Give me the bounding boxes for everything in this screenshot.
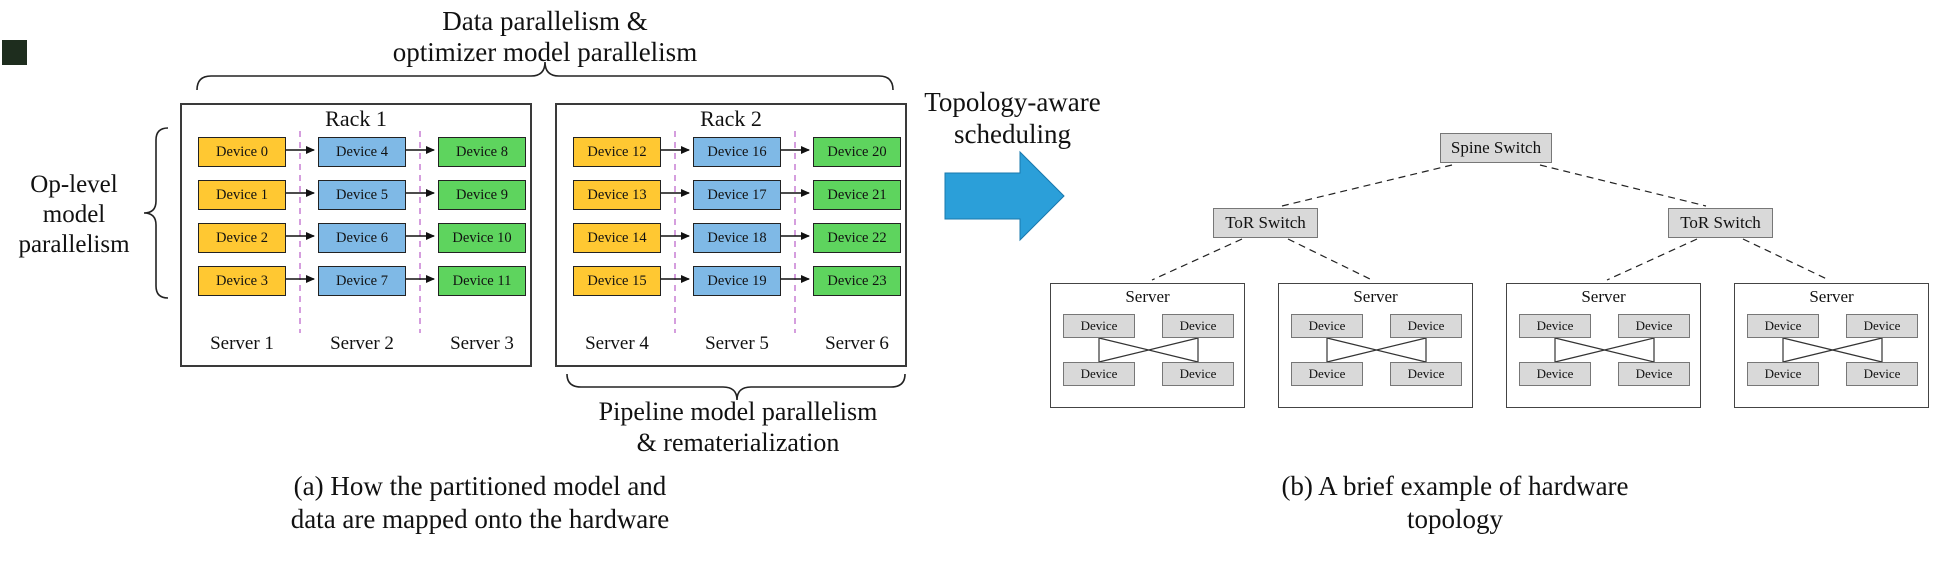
rack-2: Rack 2 Device 12 Device 13 Device 14 Dev… [555,103,907,367]
device-box: Device [1846,314,1918,338]
caption-a-line2: data are mapped onto the hardware [290,504,670,534]
op-level-label: Op-level model parallelism [8,170,140,260]
device-box: Device [1390,314,1462,338]
spine-tor-link [1539,164,1707,207]
device-box: Device 13 [573,180,661,210]
data-parallelism-label: Data parallelism & optimizer model paral… [245,6,845,68]
op-level-label-line2: model [42,201,106,228]
device-box: Device 6 [318,223,406,253]
bottom-brace [566,373,906,401]
device-box: Device 15 [573,266,661,296]
server-box: Server Device Device Device Device [1506,283,1701,408]
device-box: Device 23 [813,266,901,296]
data-parallelism-label-line1: Data parallelism & [442,6,648,36]
server-box-label: Server [1809,287,1854,306]
device-box: Device 10 [438,223,526,253]
op-level-label-line1: Op-level [30,171,118,198]
tor-server-link [1606,238,1698,281]
topology-scheduling-label: Topology-aware scheduling [870,86,1155,150]
corner-square-marker [2,40,27,65]
top-brace [196,61,894,91]
device-box: Device 0 [198,137,286,167]
tor-server-link [1151,238,1243,281]
device-box: Device 5 [318,180,406,210]
caption-b-line1: (b) A brief example of hardware [1281,471,1629,501]
device-box: Device [1162,314,1234,338]
server-box-label: Server [1581,287,1626,306]
device-box: Device 1 [198,180,286,210]
caption-b-line2: topology [1406,504,1503,534]
tor-server-link [1742,238,1830,281]
server-box: Server Device Device Device Device [1278,283,1473,408]
device-box: Device [1519,314,1591,338]
tor-switch-box-right: ToR Switch [1668,208,1773,238]
device-box: Device 11 [438,266,526,296]
spine-tor-link [1281,164,1453,207]
server-label: Server 1 [210,333,274,354]
device-box: Device [1162,362,1234,386]
device-box: Device 16 [693,137,781,167]
device-box: Device [1390,362,1462,386]
device-box: Device 21 [813,180,901,210]
device-box: Device 4 [318,137,406,167]
spine-switch-box: Spine Switch [1440,133,1552,163]
device-box: Device 22 [813,223,901,253]
server-box-label: Server [1125,287,1170,306]
server-label: Server 5 [705,333,769,354]
device-box: Device [1291,314,1363,338]
tor-switch-box-left: ToR Switch [1213,208,1318,238]
topology-scheduling-arrow [944,150,1065,242]
server-box-label: Server [1353,287,1398,306]
device-box: Device 12 [573,137,661,167]
tor-server-link [1287,238,1373,281]
device-box: Device [1747,362,1819,386]
topology-scheduling-label-line1: Topology-aware [924,87,1101,117]
device-box: Device [1618,362,1690,386]
device-box: Device 19 [693,266,781,296]
server-label: Server 6 [825,333,889,354]
rack-title: Rack 2 [700,106,762,131]
device-box: Device [1618,314,1690,338]
device-box: Device 20 [813,137,901,167]
device-box: Device [1063,314,1135,338]
rack-title: Rack 1 [325,106,387,131]
left-brace [143,127,169,299]
device-links [1782,337,1883,363]
device-box: Device [1063,362,1135,386]
device-box: Device 2 [198,223,286,253]
device-links [1554,337,1655,363]
pipeline-parallelism-label: Pipeline model parallelism & remateriali… [578,396,898,458]
device-box: Device [1846,362,1918,386]
device-links [1098,337,1199,363]
device-box: Device 14 [573,223,661,253]
device-box: Device 18 [693,223,781,253]
topology-scheduling-label-line2: scheduling [954,119,1071,149]
server-box: Server Device Device Device Device [1050,283,1245,408]
data-parallelism-label-line2: optimizer model parallelism [392,37,698,67]
device-box: Device 7 [318,266,406,296]
pipeline-parallelism-label-line1: Pipeline model parallelism [598,397,878,426]
device-box: Device 3 [198,266,286,296]
device-links [1326,337,1427,363]
server-label: Server 3 [450,333,514,354]
rack-1: Rack 1 Device 0 Device 1 Device 2 Device… [180,103,532,367]
server-box: Server Device Device Device Device [1734,283,1929,408]
device-box: Device [1519,362,1591,386]
server-label: Server 4 [585,333,649,354]
device-box: Device 17 [693,180,781,210]
caption-a: (a) How the partitioned model and data a… [170,470,790,536]
server-label: Server 2 [330,333,394,354]
device-box: Device 8 [438,137,526,167]
device-box: Device 9 [438,180,526,210]
device-box: Device [1747,314,1819,338]
op-level-label-line3: parallelism [18,231,130,258]
caption-b: (b) A brief example of hardware topology [1145,470,1765,536]
pipeline-parallelism-label-line2: & rematerialization [636,428,840,457]
device-box: Device [1291,362,1363,386]
caption-a-line1: (a) How the partitioned model and [293,471,667,501]
